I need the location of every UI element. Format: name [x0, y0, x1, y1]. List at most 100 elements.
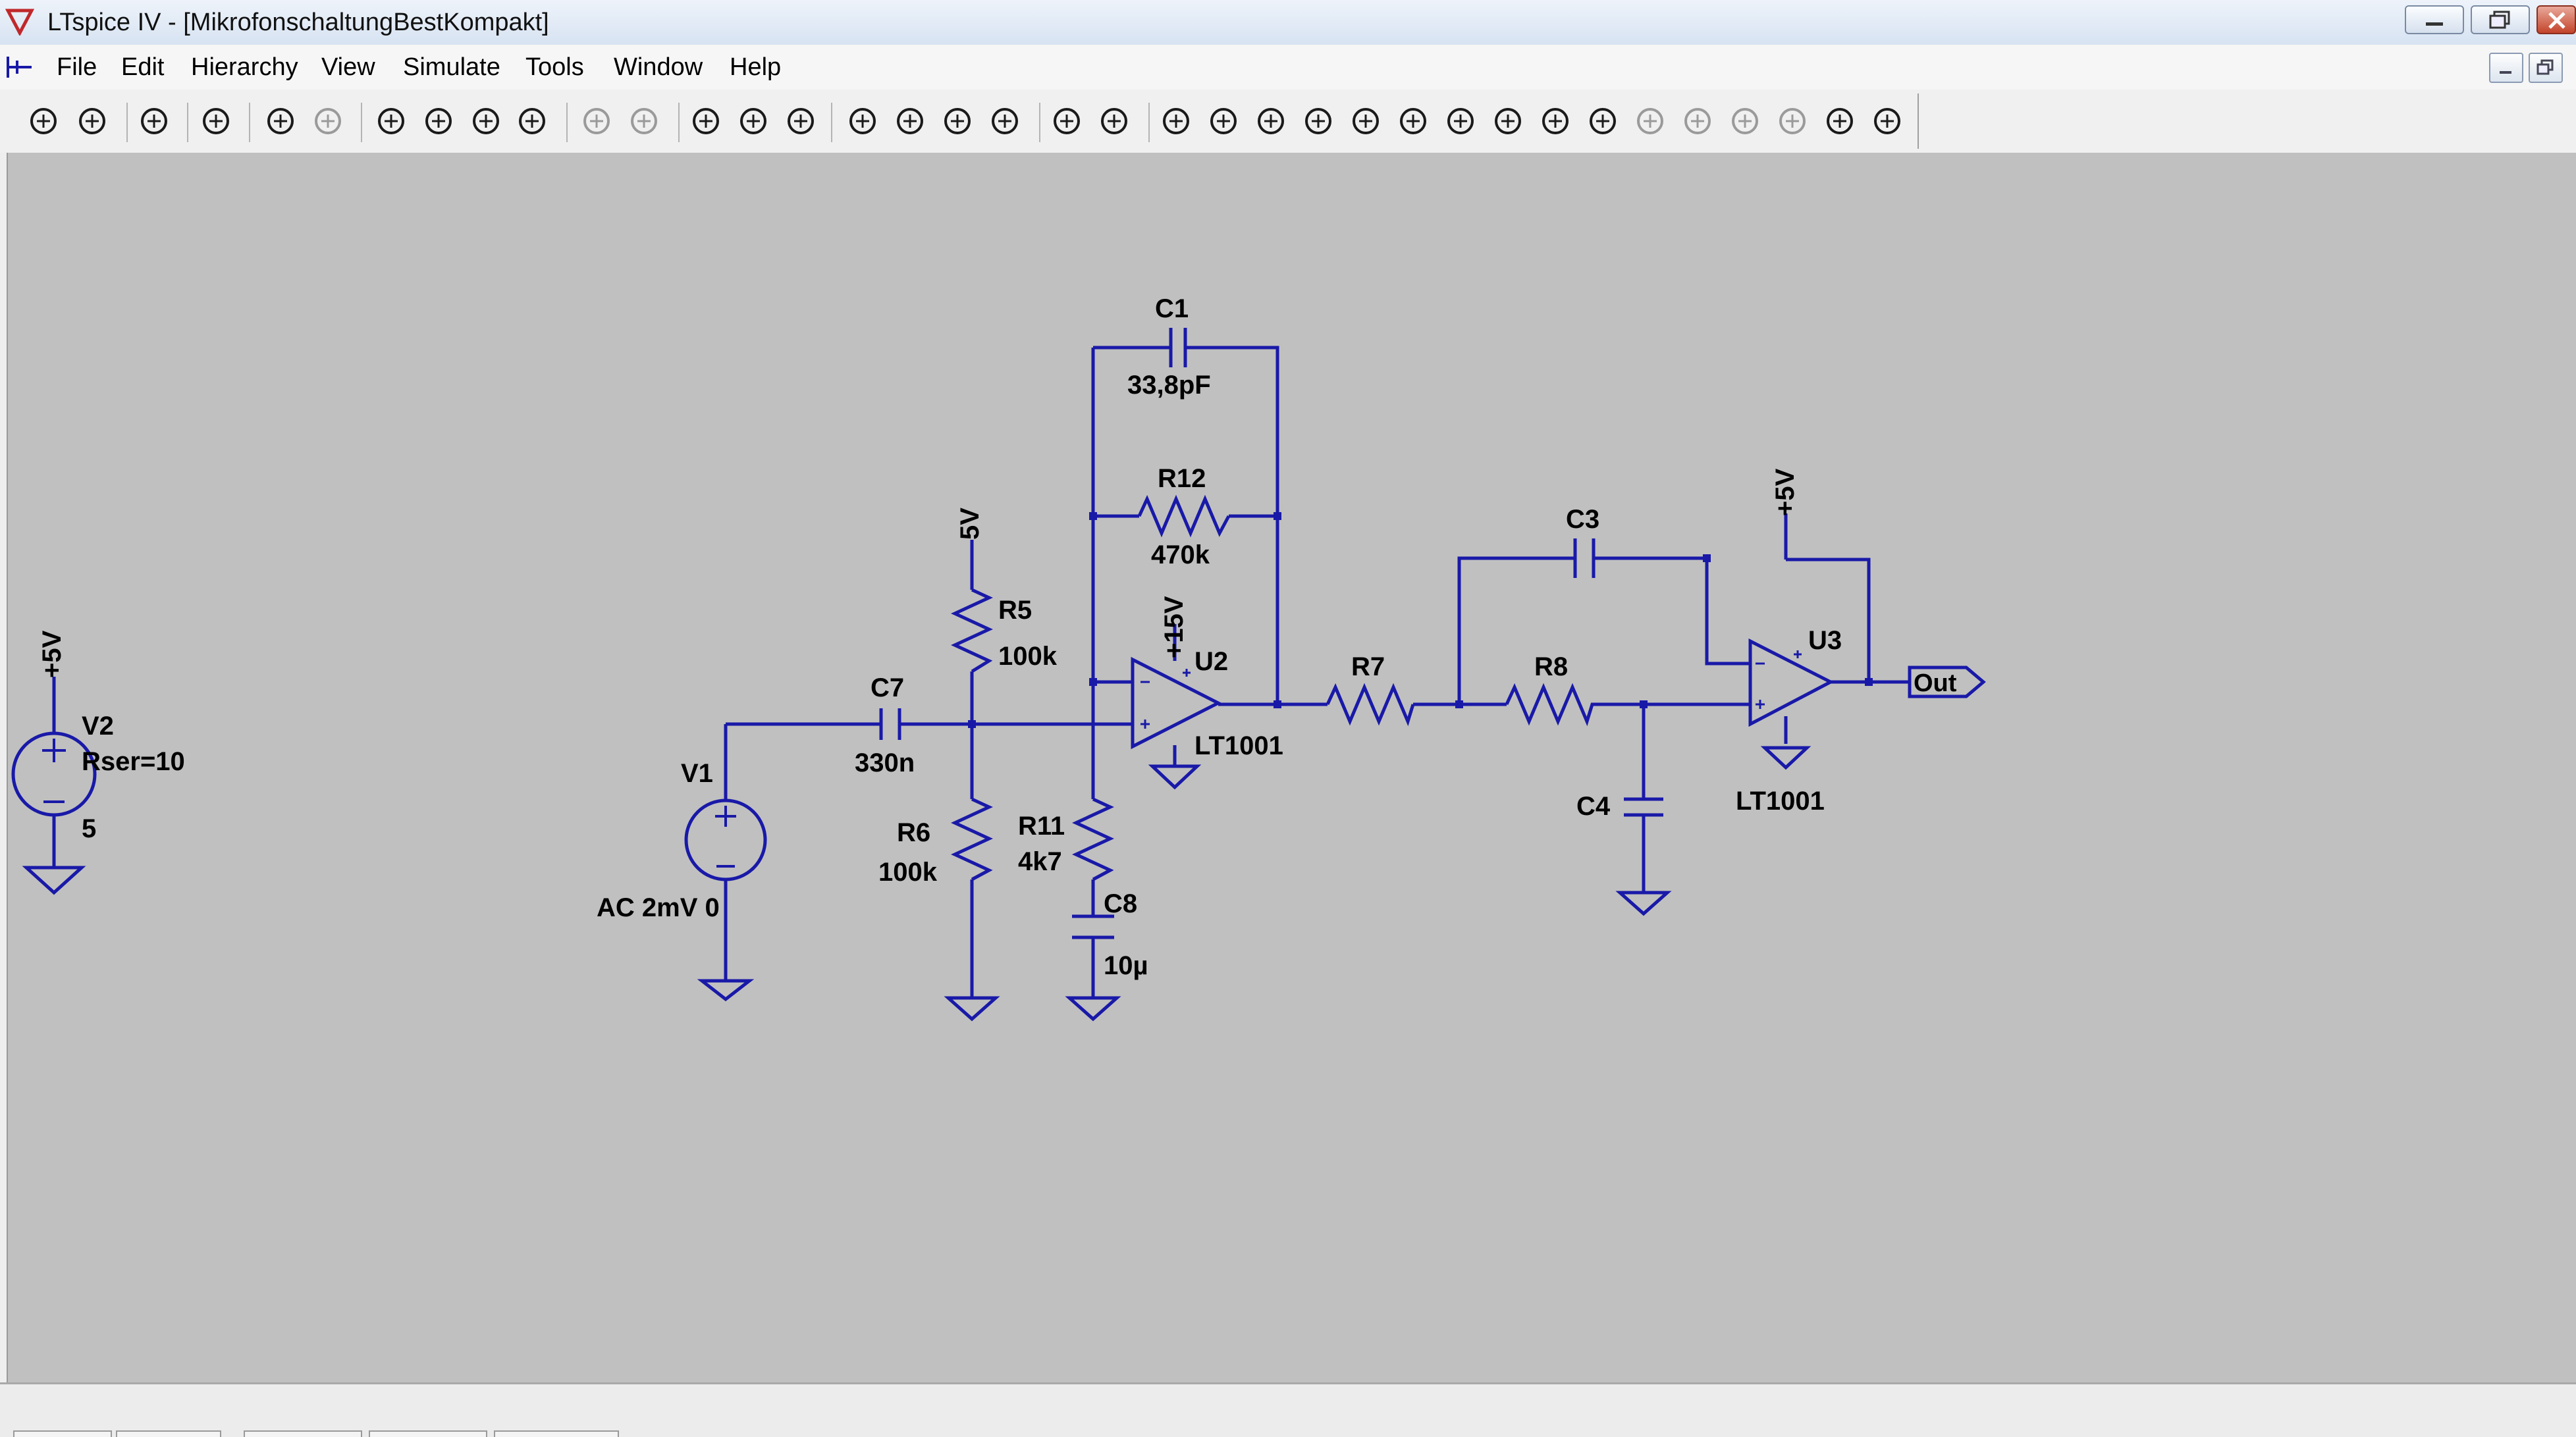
- plot-settings-icon[interactable]: [631, 108, 657, 134]
- redo-icon[interactable]: [1684, 108, 1711, 134]
- u2-plus-pin: [1140, 719, 1150, 729]
- menu-window[interactable]: Window: [614, 53, 703, 81]
- window-left-edge: [0, 153, 8, 1382]
- v1-name: V1: [681, 759, 713, 788]
- halt-icon[interactable]: [315, 108, 341, 134]
- junction: [1089, 678, 1097, 686]
- restore-button[interactable]: [2471, 5, 2530, 34]
- u2-opamp-triangle: [1131, 656, 1222, 750]
- u3-name: U3: [1808, 626, 1842, 655]
- c7-value: 330n: [855, 748, 915, 777]
- inductor-icon[interactable]: [1400, 108, 1426, 134]
- u2-name: U2: [1194, 647, 1228, 676]
- toolbar-separator: [126, 103, 128, 142]
- toolbar-separator: [1148, 103, 1150, 142]
- capacitor-icon[interactable]: [1353, 108, 1379, 134]
- cut-icon[interactable]: [849, 108, 876, 134]
- ground-symbol: [1065, 996, 1121, 1022]
- v1-source-symbol: [684, 798, 767, 881]
- ground-icon[interactable]: [1210, 108, 1237, 134]
- status-pane: [13, 1430, 112, 1437]
- junction: [1640, 700, 1648, 708]
- close-icon: [2548, 12, 2565, 29]
- autorange-icon[interactable]: [583, 108, 610, 134]
- c7-capacitor-plates: [879, 708, 901, 740]
- r11-resistor: [1072, 797, 1114, 881]
- child-restore-button[interactable]: [2529, 53, 2563, 83]
- status-pane: [494, 1430, 619, 1437]
- menu-file[interactable]: File: [57, 53, 97, 81]
- schematic-drawing: +5V V2 Rser=10 5 V1 AC 2mV 0 C7 330n 5V …: [11, 294, 1986, 1022]
- tile-horizontal-icon[interactable]: [693, 108, 719, 134]
- v1-plus-sign: [715, 806, 736, 827]
- ground-symbol: [944, 996, 1000, 1022]
- labels: +5V V2 Rser=10 5 V1 AC 2mV 0 C7 330n 5V …: [38, 294, 1957, 980]
- wire: [1784, 513, 1910, 744]
- v2-supply-label: +5V: [38, 630, 67, 678]
- menu-view[interactable]: View: [321, 53, 375, 81]
- v2-value: 5: [82, 814, 96, 843]
- zoom-out-icon[interactable]: [473, 108, 499, 134]
- label-net-icon[interactable]: [1258, 108, 1284, 134]
- r5-resistor: [951, 588, 993, 673]
- c3-name: C3: [1566, 505, 1599, 534]
- r7-resistor: [1326, 683, 1415, 727]
- print-preview-icon[interactable]: [1054, 108, 1080, 134]
- menu-simulate[interactable]: Simulate: [403, 53, 500, 81]
- menu-tools[interactable]: Tools: [525, 53, 584, 81]
- c1-capacitor-plates: [1169, 328, 1187, 367]
- close-button[interactable]: [2536, 5, 2576, 34]
- menu-help[interactable]: Help: [730, 53, 782, 81]
- schematic-canvas[interactable]: +5V V2 Rser=10 5 V1 AC 2mV 0 C7 330n 5V …: [8, 153, 2576, 1382]
- schematic-doc-icon[interactable]: [4, 51, 36, 83]
- run-icon[interactable]: [267, 108, 294, 134]
- restore-icon: [2489, 11, 2510, 29]
- wire: [1457, 556, 1752, 704]
- drag-icon[interactable]: [1590, 108, 1616, 134]
- zoom-cancel-icon[interactable]: [519, 108, 545, 134]
- component-icon[interactable]: [1495, 108, 1521, 134]
- c8-name: C8: [1104, 889, 1137, 918]
- c1-name: C1: [1155, 294, 1189, 323]
- r6-name: R6: [897, 818, 930, 847]
- u2-model: LT1001: [1194, 731, 1283, 760]
- menu-hierarchy[interactable]: Hierarchy: [191, 53, 298, 81]
- open-icon[interactable]: [79, 108, 105, 134]
- v2-plus-sign: [42, 739, 66, 762]
- zoom-in-icon[interactable]: [378, 108, 404, 134]
- resistor-icon[interactable]: [1305, 108, 1331, 134]
- copy-icon[interactable]: [897, 108, 923, 134]
- restore-icon: [2536, 59, 2554, 75]
- save-icon[interactable]: [141, 108, 167, 134]
- undo-icon[interactable]: [1637, 108, 1663, 134]
- control-panel-icon[interactable]: [203, 108, 229, 134]
- cascade-icon[interactable]: [740, 108, 766, 134]
- print-icon[interactable]: [1101, 108, 1127, 134]
- child-minimize-button[interactable]: [2489, 53, 2523, 83]
- r7-name: R7: [1351, 652, 1385, 681]
- menu-edit[interactable]: Edit: [121, 53, 165, 81]
- junction: [968, 720, 976, 728]
- ground-symbol: [1148, 764, 1202, 790]
- diode-icon[interactable]: [1447, 108, 1474, 134]
- wires: [11, 328, 1986, 1022]
- c1-value: 33,8pF: [1127, 371, 1211, 400]
- opamp-pin-markers: [1140, 650, 1802, 729]
- spice-directive-icon[interactable]: [1874, 108, 1900, 134]
- find-icon[interactable]: [992, 108, 1018, 134]
- text-icon[interactable]: [1827, 108, 1853, 134]
- paste-icon[interactable]: [944, 108, 971, 134]
- junction: [1274, 700, 1281, 708]
- rotate-icon[interactable]: [1732, 108, 1758, 134]
- u2-supply-label: +15V: [1160, 596, 1189, 658]
- out-port-flag: [1908, 666, 1986, 698]
- new-schematic-icon[interactable]: [30, 108, 57, 134]
- wire-icon[interactable]: [1163, 108, 1189, 134]
- tile-vertical-icon[interactable]: [788, 108, 814, 134]
- u3-plus-pin: [1756, 700, 1765, 709]
- mirror-icon[interactable]: [1779, 108, 1806, 134]
- move-icon[interactable]: [1542, 108, 1569, 134]
- minimize-button[interactable]: [2405, 5, 2464, 34]
- v2-source-symbol: [11, 731, 97, 817]
- zoom-fit-icon[interactable]: [425, 108, 452, 134]
